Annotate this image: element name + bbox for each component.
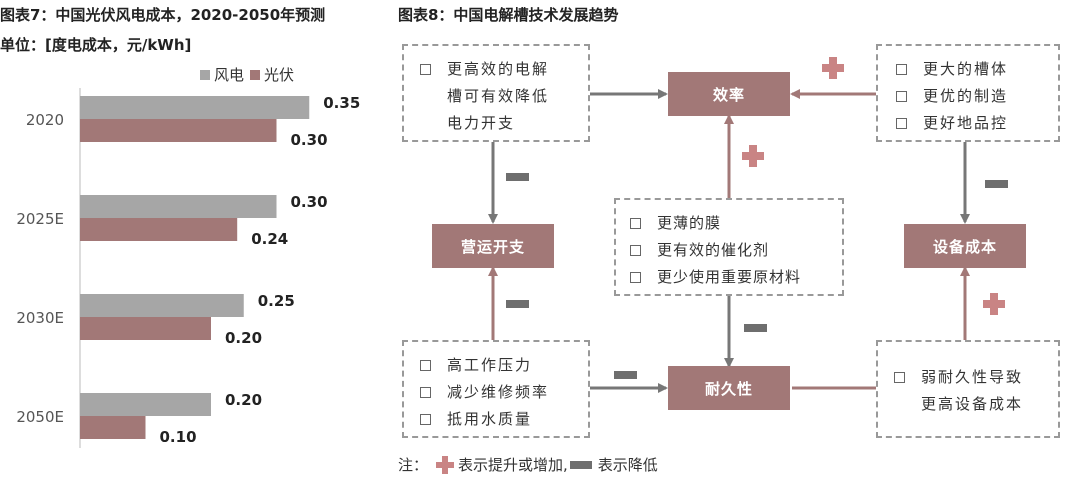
bar-wind [80,294,244,317]
box-text: 更有效的催化剂 [657,241,770,259]
minus-icon [985,180,1008,188]
minus-icon [744,324,767,332]
bar-solar [80,218,238,241]
checkbox-icon [630,245,641,256]
bar-wind [80,96,310,119]
data-label: 0.30 [291,131,328,149]
minus-icon [614,371,637,379]
box-text: 更少使用重要原材料 [657,268,802,286]
box-bottom-left: 高工作压力 减少维修频率 抵用水质量 [402,340,590,438]
box-bottom-right: 弱耐久性导致 更高设备成本 [876,340,1060,438]
legend-swatch [250,70,260,80]
plus-icon [822,57,844,79]
box-text: 抵用水质量 [447,410,533,428]
note-prefix: 注： [398,456,429,474]
category-label: 2050E [16,408,64,426]
box-text: 更大的槽体 [923,60,1009,78]
note-minus-text: 表示降低 [597,456,658,474]
bar-solar [80,416,146,439]
fig7-unit-label: 单位：[度电成本，元/kWh] [0,36,192,54]
box-text: 更优的制造 [923,87,1009,105]
data-label: 0.20 [225,391,262,409]
legend-swatch [200,70,210,80]
plus-icon [983,293,1005,315]
data-label: 0.24 [251,230,288,248]
bar-wind [80,195,277,218]
box-text: 高工作压力 [447,356,533,374]
bar-solar [80,119,277,142]
category-label: 2020 [26,111,64,129]
box-top-right: 更大的槽体 更优的制造 更好地品控 [876,44,1060,142]
checkbox-icon [630,218,641,229]
fig8-legend-note: 注： 表示提升或增加, 表示降低 [398,454,658,475]
node-efficiency: 效率 [668,72,790,116]
node-opex: 营运开支 [432,224,554,268]
category-label: 2030E [16,309,64,327]
box-text: 更高效的电解 [447,60,550,78]
fig7-title: 图表7：中国光伏风电成本，2020-2050年预测 [0,6,326,24]
plus-icon [742,145,764,167]
box-text: 电力开支 [447,114,516,132]
data-label: 0.20 [225,329,262,347]
box-top-left: 更高效的电解 槽可有效降低 电力开支 [402,44,590,142]
data-label: 0.35 [323,94,360,112]
box-text: 槽可有效降低 [447,87,550,105]
box-text: 更好地品控 [923,114,1009,132]
legend-label: 光伏 [264,66,294,84]
box-center: 更薄的膜 更有效的催化剂 更少使用重要原材料 [614,198,844,296]
data-label: 0.10 [160,428,197,446]
fig7-bar-chart: 风电 光伏 2020 0.35 0.30 2025E 0.30 0.24 2030E 0.25 0.… [16,66,360,448]
checkbox-icon [420,414,431,425]
minus-icon [506,300,529,308]
checkbox-icon [420,64,431,75]
plus-icon [436,455,455,474]
bar-wind [80,393,211,416]
data-label: 0.30 [291,193,328,211]
checkbox-icon [630,272,641,283]
box-text: 更薄的膜 [657,214,722,232]
node-durability: 耐久性 [668,366,790,410]
checkbox-icon [894,372,905,383]
bar-solar [80,317,211,340]
minus-icon [569,460,592,469]
note-plus-text: 表示提升或增加, [458,456,568,474]
legend-label: 风电 [214,66,244,84]
category-label: 2025E [16,210,64,228]
checkbox-icon [420,360,431,371]
minus-icon [506,173,529,181]
node-equipment-cost: 设备成本 [904,224,1026,268]
checkbox-icon [896,91,907,102]
box-text: 减少维修频率 [447,383,550,401]
box-text: 弱耐久性导致 [921,368,1024,386]
checkbox-icon [896,64,907,75]
box-text: 更高设备成本 [921,395,1024,413]
checkbox-icon [896,118,907,129]
data-label: 0.25 [258,292,295,310]
fig8-title: 图表8：中国电解槽技术发展趋势 [398,6,619,24]
checkbox-icon [420,387,431,398]
